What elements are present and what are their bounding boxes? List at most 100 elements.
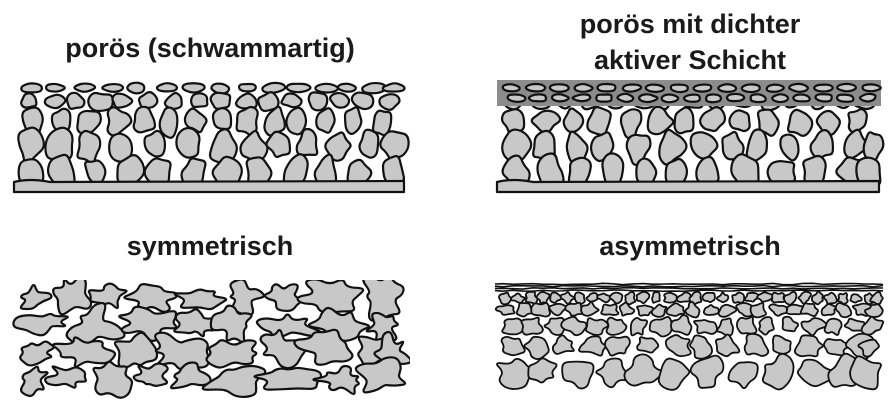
asym-grain [690,335,712,358]
pore-grain [747,129,767,160]
active-layer-grain [742,84,760,92]
asym-grain [694,320,717,334]
active-layer-grain [727,94,744,101]
asym-grain [717,318,733,335]
asym-grain [702,293,714,302]
pore-grain [74,84,95,92]
asym-grain [798,292,811,304]
asym-grain [549,304,566,316]
pore-grain [315,84,338,93]
dense-skin-line [495,290,883,291]
pore-grain [165,93,182,109]
active-layer-grain [684,95,700,102]
title-symmetric: symmetrisch [60,230,360,262]
asym-grain [759,317,774,335]
asym-grain [773,336,791,354]
pore-grain [211,93,231,109]
asym-grain [664,293,677,303]
pore-grain [191,93,207,107]
asym-grain [624,354,662,385]
active-layer-grain [694,85,712,92]
pore-grain [21,93,36,107]
asym-grain [499,293,511,305]
asym-grain [666,303,684,316]
active-layer-grain [718,84,736,92]
asym-grain [652,305,667,317]
title-asymmetric: asymmetrisch [540,230,840,262]
active-layer-grain [573,94,591,101]
active-layer-grain [671,85,688,92]
pore-grain [46,84,65,92]
asym-grain [581,302,599,316]
pore-grain [345,107,361,134]
membrane-symmetric [10,280,410,400]
asym-grain [502,318,523,334]
active-layer-grain [623,85,641,92]
pore-grain [380,131,408,159]
pore-grain [691,132,718,158]
active-layer-grain [815,94,831,101]
asym-grain [801,303,818,316]
pore-grain [281,93,301,107]
pore-grain [696,157,718,184]
asym-grain [531,303,550,316]
active-layer-grain [550,84,569,91]
active-layer-grain [646,85,664,92]
membrane-symmetric-svg [10,280,410,400]
pore-grain [788,110,812,136]
asym-grain [719,305,737,317]
sponge-strand [203,366,265,397]
asym-grain [737,317,757,334]
active-layer-grain [526,84,545,91]
asym-grain [652,292,660,303]
active-layer-grain [863,84,881,91]
asym-grain [850,294,861,302]
asym-grain [666,335,691,356]
pore-grain [379,94,399,110]
pore-grain [780,135,798,161]
pore-grain [675,108,694,134]
asym-grain [521,318,542,335]
active-layer-grain [503,84,520,91]
asym-grain [812,292,823,305]
sponge-strand [94,362,132,398]
active-layer-grain [639,94,657,102]
asym-grain [691,356,724,388]
asym-grain [517,303,532,317]
pore-grain [360,130,379,158]
asym-grain [536,292,549,303]
support-base [14,180,404,192]
pore-grain [183,83,205,92]
pore-grain [262,83,285,93]
active-layer-grain [767,85,784,92]
pore-grain [287,84,311,92]
active-layer-grain [837,95,853,102]
asym-grain [650,317,672,337]
active-layer-grain [662,94,679,102]
pore-grain [532,111,560,132]
active-layer-grain [706,94,721,102]
asym-grain [601,304,618,315]
asym-grain [704,305,719,315]
membrane-porous-sponge-svg [10,78,410,196]
active-layer-grain [596,95,611,102]
asym-grain [586,318,608,335]
pore-grain [240,131,267,161]
asym-grain [561,317,586,335]
asym-grain [502,337,525,355]
pore-grain [45,95,66,108]
sponge-strand [53,337,115,366]
support-base [497,180,879,192]
sponge-strand [207,340,257,367]
active-layer-grain [529,94,546,101]
pore-grain [157,83,177,91]
sponge-strand [53,280,91,314]
sponge-strand [313,366,358,394]
dense-skin-line [495,286,883,287]
active-layer-grain [617,94,633,102]
active-layer-grain [508,95,526,102]
pore-grain [112,94,132,108]
asym-grain [795,335,823,356]
membrane-porous-dense-active-svg [493,78,885,196]
asym-grain [757,292,772,301]
